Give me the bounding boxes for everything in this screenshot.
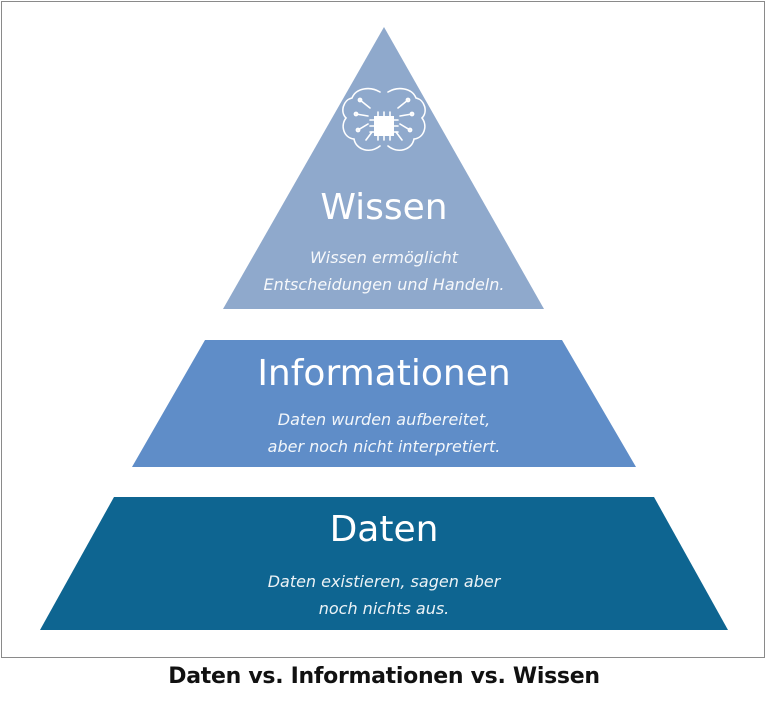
tier-informationen xyxy=(132,340,636,467)
tier-informationen-desc-line1: Daten wurden aufbereitet, xyxy=(278,410,490,429)
diagram-caption: Daten vs. Informationen vs. Wissen xyxy=(168,664,600,689)
knowledge-pyramid: Wissen Wissen ermöglicht Entscheidungen … xyxy=(40,27,728,630)
tier-wissen-desc-line2: Entscheidungen und Handeln. xyxy=(264,275,505,294)
tier-informationen-title: Informationen xyxy=(257,353,510,394)
tier-wissen-title: Wissen xyxy=(320,187,447,228)
tier-informationen-desc-line2: aber noch nicht interpretiert. xyxy=(268,437,501,456)
tier-wissen-desc-line1: Wissen ermöglicht xyxy=(310,248,459,267)
brain-chip-icon xyxy=(342,87,426,151)
tier-daten-desc-line1: Daten existieren, sagen aber xyxy=(268,572,502,591)
tier-daten xyxy=(40,497,728,630)
tier-wissen xyxy=(223,27,544,309)
tier-daten-desc-line2: noch nichts aus. xyxy=(319,599,450,618)
tier-daten-title: Daten xyxy=(330,509,439,550)
